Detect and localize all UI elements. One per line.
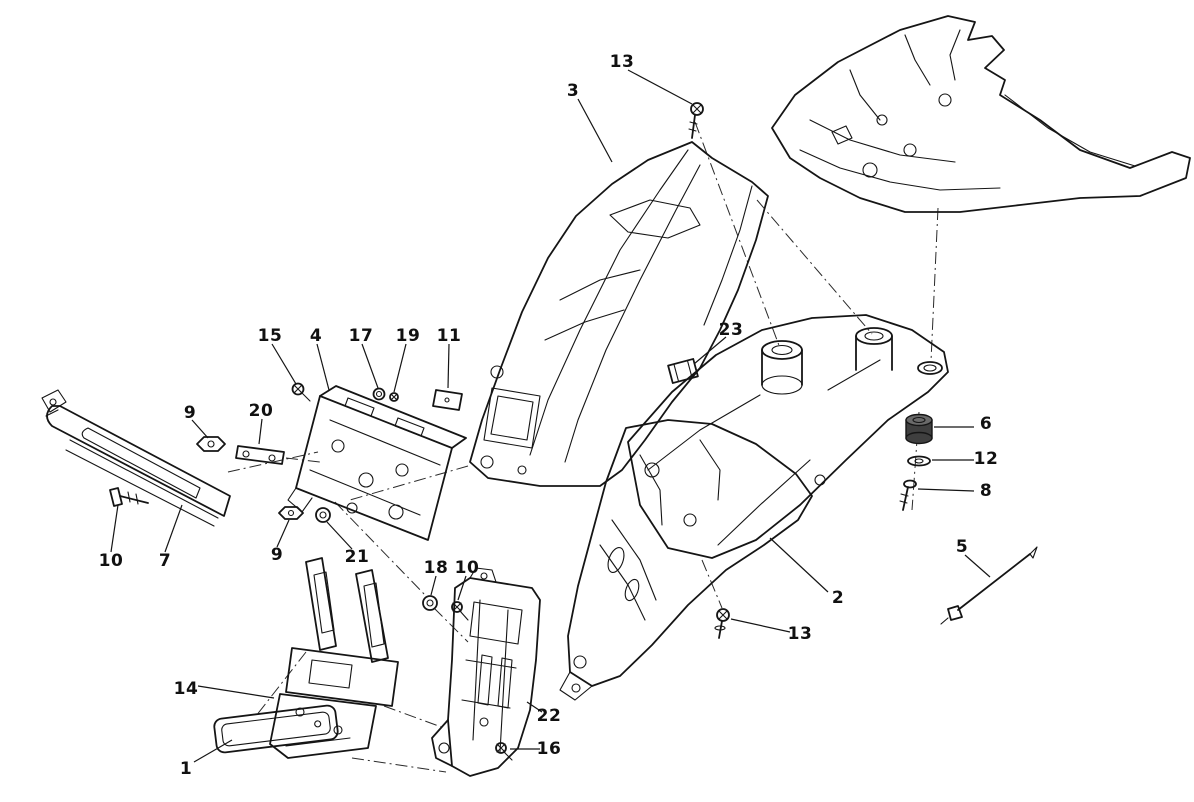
clip-23-icon [667,358,699,384]
callout-16: 16 [536,739,562,759]
callout-12: 12 [973,449,999,469]
screw-10-mid-icon [451,601,469,621]
callout-9-a: 9 [183,403,197,423]
callout-20: 20 [248,401,274,421]
callout-21: 21 [344,547,370,567]
callout-6: 6 [979,414,993,434]
callout-14: 14 [173,679,199,699]
callout-3: 3 [566,81,580,101]
callout-2: 2 [831,588,845,608]
screw-13-top-icon [688,102,704,139]
screw-13-lower-icon [714,608,730,639]
part-rear-fender-lower [559,419,813,701]
washer-18-icon [422,595,438,611]
pad-11-icon [432,389,463,411]
screw-16-icon [495,742,513,761]
callout-15: 15 [257,326,283,346]
nut-9-upper-icon [196,436,226,452]
callout-7: 7 [158,551,172,571]
callout-4: 4 [309,326,323,346]
part-plate-holder-bracket [269,557,399,759]
callout-1: 1 [179,759,193,779]
washer-12-icon [907,455,931,467]
assembly-axis-lines [227,121,939,773]
screw-10-left-icon [109,487,149,507]
callout-22: 22 [536,706,562,726]
screw-8-icon [899,479,917,511]
callout-10-b: 10 [454,558,480,578]
part-rear-subframe [771,15,1191,213]
callout-11: 11 [436,326,462,346]
washer-17-icon [372,387,386,401]
callout-5: 5 [955,537,969,557]
part-rear-fender-upper [469,141,769,487]
callout-23: 23 [718,320,744,340]
part-support-bracket [287,385,467,541]
callout-18: 18 [423,558,449,578]
part-reflector [213,704,339,754]
callout-19: 19 [395,326,421,346]
nut-9-lower-icon [278,506,304,520]
bushing-6-icon [905,413,933,445]
part-plate-holder-arm [41,389,231,527]
part-mudflap [431,567,541,777]
rod-5-icon [940,546,1038,625]
screw-15-icon [291,382,311,402]
callout-8: 8 [979,481,993,501]
callout-10-a: 10 [98,551,124,571]
callout-17: 17 [348,326,374,346]
callout-9-b: 9 [270,545,284,565]
screw-19-icon [389,392,399,402]
plate-20-icon [235,445,285,465]
washer-21-icon [315,507,331,523]
callout-leader-lines [110,69,991,763]
part-mount-bracket [627,314,949,559]
callout-13-b: 13 [787,624,813,644]
callout-13-a: 13 [609,52,635,72]
